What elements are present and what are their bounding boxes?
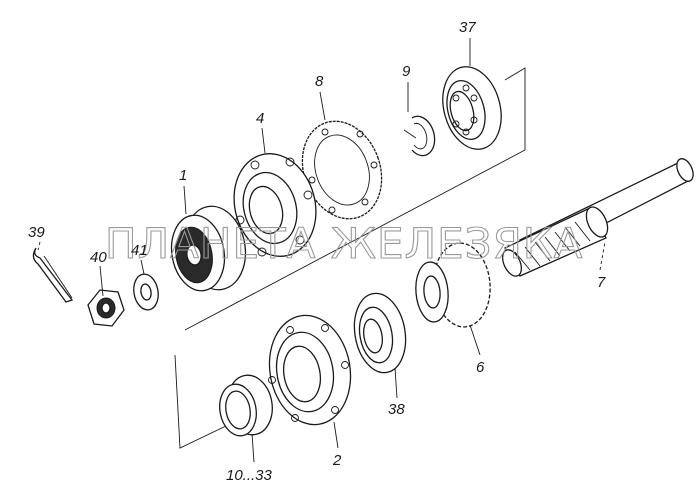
assembly-frame-lower [174,354,229,449]
shaft-part-7 [501,158,694,277]
watermark-text: ПЛАНЕТА ЖЕЛЕЗЯКА [105,219,583,268]
leader-lines [37,38,606,463]
bearing-part-38 [353,292,407,374]
label-part-39: 39 [28,224,45,241]
snap-ring-part-9 [403,115,436,157]
label-part-7: 7 [597,274,606,291]
housing-part-4 [233,153,317,257]
label-part-9: 9 [402,63,411,80]
cotter-pin-part-39 [32,247,74,303]
shim-ring-part-10-33 [219,374,273,437]
bearing-part-37 [442,66,502,150]
label-part-10-33: 10...33 [226,467,273,484]
label-part-4: 4 [256,110,264,127]
label-part-38: 38 [388,401,405,418]
assembly-frame-upper [184,67,526,331]
label-part-37: 37 [459,19,476,36]
label-part-1: 1 [179,167,187,184]
label-part-8: 8 [315,73,324,90]
washer-part-41 [133,273,159,311]
gear-part-6 [415,242,491,328]
label-part-6: 6 [476,359,485,376]
label-part-2: 2 [332,452,342,469]
housing-part-2 [268,314,352,426]
label-part-40: 40 [90,249,107,266]
label-part-41: 41 [131,242,148,259]
nut-part-40 [87,289,125,327]
flange-part-1 [170,205,247,292]
